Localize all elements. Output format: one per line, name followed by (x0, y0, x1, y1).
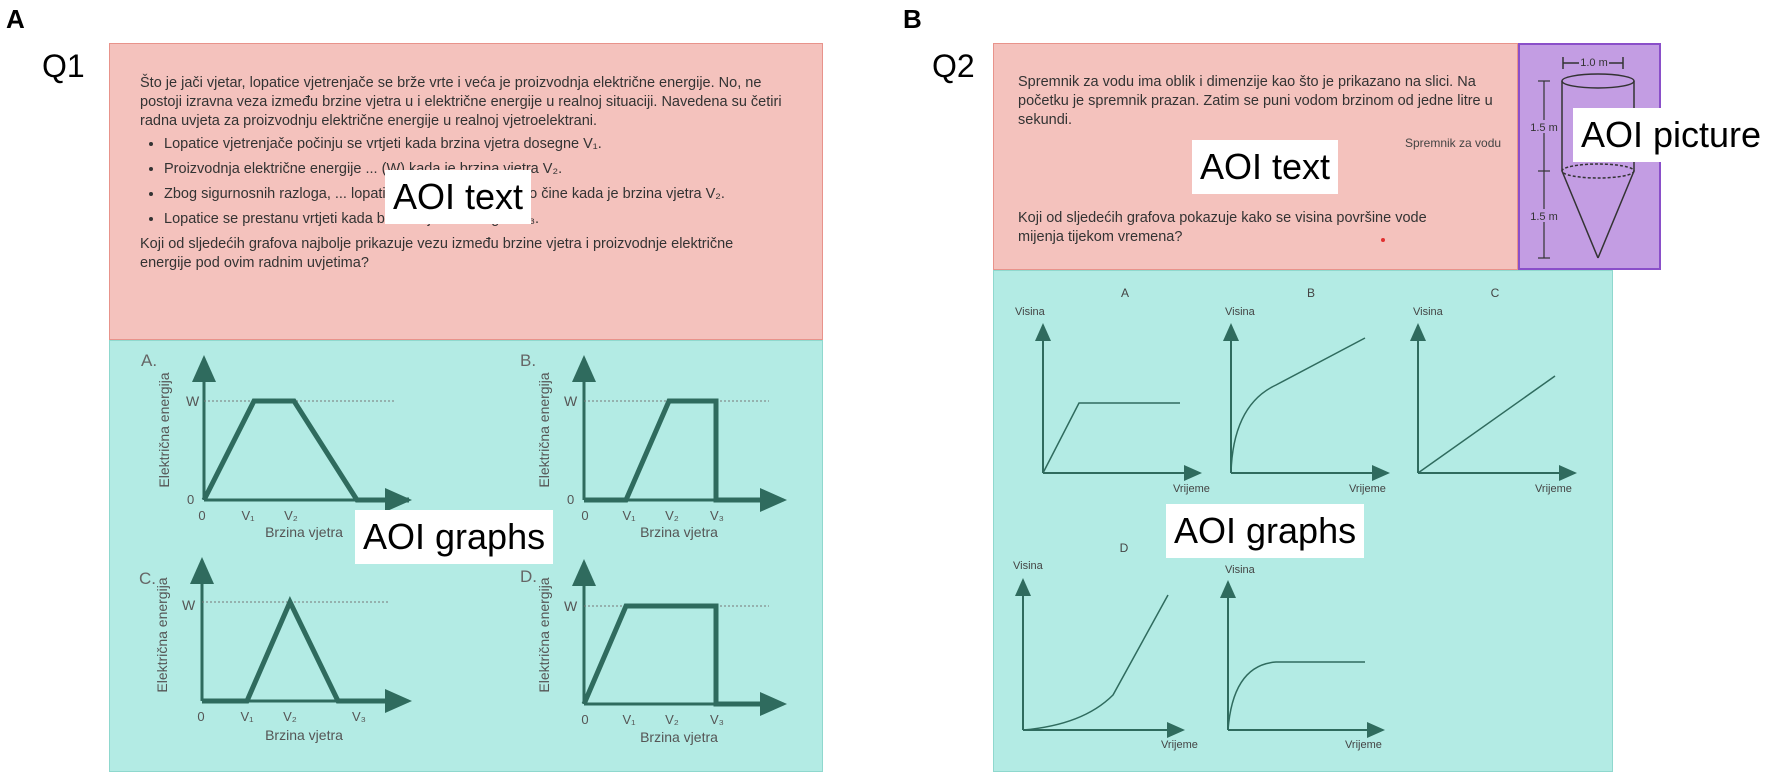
q1-condition-item: Lopatice vjetrenjače počinju se vrtjeti … (164, 135, 788, 154)
q2-tank-caption: Spremnik za vodu (1405, 136, 1502, 150)
q2-graph-a: A Visina Vrijeme (1015, 286, 1210, 495)
q2-aoi-graphs-label: AOI graphs (1166, 504, 1365, 558)
q1-graph-a: A. W 0 0 V₁ V₂ Brzina vjetra Električna … (141, 351, 412, 540)
height-curve (1042, 402, 1180, 474)
tank-width-label: 1.0 m (1580, 57, 1608, 69)
w-label: W (564, 598, 578, 614)
x-tick-label: V₁ (622, 508, 636, 523)
x-tick-label: V₃ (352, 709, 366, 724)
graph-letter: B. (520, 351, 536, 370)
x-axis-label: Brzina vjetra (640, 524, 718, 540)
q2-graph-d: D Visina Vrijeme (1013, 541, 1198, 751)
panel-letter-a: A (6, 4, 25, 34)
y-zero-label: 0 (567, 492, 574, 507)
question-label-q2: Q2 (932, 48, 975, 84)
power-curve (581, 603, 769, 707)
tank-diagram-svg: 1.0 m 1.5 m 1.5 m (1528, 57, 1635, 259)
x-tick-label: V₂ (665, 508, 679, 523)
y-axis-label: Visina (1225, 564, 1256, 576)
graph-letter: C. (139, 569, 156, 588)
x-axis-label: Brzina vjetra (265, 727, 343, 743)
q1-aoi-text-label: AOI text (385, 170, 532, 224)
x-axis-label: Vrijeme (1535, 483, 1572, 495)
graph-letter: B (1307, 286, 1315, 300)
gaze-dot (1381, 238, 1385, 242)
height-curve (1022, 594, 1169, 731)
cone-left-edge (1561, 170, 1599, 259)
x-tick-label: V₁ (241, 508, 255, 523)
x-tick-label: V₁ (622, 712, 636, 727)
y-axis-label: Visina (1015, 306, 1046, 318)
y-axis-label: Električna energija (536, 372, 552, 487)
q2-graph-e: Visina Vrijeme (1220, 564, 1385, 751)
x-tick-label: V₂ (665, 712, 679, 727)
x-axis-label: Vrijeme (1161, 739, 1198, 751)
x-tick-label: V₃ (710, 712, 724, 727)
q2-aoi-text-label: AOI text (1192, 140, 1339, 194)
y-axis-label: Električna energija (536, 577, 552, 692)
x-tick-label: V₃ (710, 508, 724, 523)
y-axis-label: Visina (1013, 560, 1044, 572)
q2-closing-question: Koji od sljedećih grafova pokazuje kako … (1018, 210, 1427, 245)
graph-letter: A. (141, 351, 157, 370)
x-tick-label: 0 (197, 709, 204, 724)
graph-letter: D. (520, 567, 537, 586)
height-curve (1230, 337, 1366, 474)
y-axis-label: Visina (1225, 306, 1256, 318)
q2-aoi-picture-label: AOI picture (1573, 108, 1770, 162)
w-label: W (186, 393, 200, 409)
q2-graph-b: B Visina Vrijeme (1223, 286, 1390, 495)
tank-top-ellipse (1561, 73, 1635, 89)
x-tick-label: 0 (581, 508, 588, 523)
q1-intro-paragraph: Što je jači vjetar, lopatice vjetrenjače… (140, 75, 782, 129)
panel-letter-b: B (903, 4, 922, 34)
power-curve (201, 398, 409, 503)
q1-graphs-svg: A. W 0 0 V₁ V₂ Brzina vjetra Električna … (139, 351, 787, 745)
power-curve (584, 398, 769, 503)
graph-letter: C (1491, 286, 1500, 300)
w-label: W (564, 393, 578, 409)
q1-graph-b: B. W 0 0 V₁ V₂ V₃ Brzina vjetra Električ… (520, 351, 787, 540)
q1-graph-d: D. W 0 V₁ V₂ V₃ Brzina vjetra Električna… (520, 559, 787, 745)
x-tick-label: V₂ (283, 709, 297, 724)
y-zero-label: 0 (187, 492, 194, 507)
w-label: W (182, 597, 196, 613)
q2-graphs-svg: A Visina Vrijeme B Visina Vrijeme C Visi… (1013, 286, 1577, 751)
x-axis-label: Vrijeme (1173, 483, 1210, 495)
height-curve (1417, 375, 1556, 474)
tank-lower-height-label: 1.5 m (1530, 211, 1558, 223)
q1-closing-question: Koji od sljedećih grafova najbolje prika… (140, 236, 734, 271)
x-axis-label: Vrijeme (1349, 483, 1386, 495)
q1-graph-c: C. W 0 V₁ V₂ V₃ Brzina vjetra Električna… (139, 557, 412, 743)
q2-intro-paragraph: Spremnik za vodu ima oblik i dimenzije k… (1018, 74, 1493, 128)
x-tick-label: 0 (581, 712, 588, 727)
tank-upper-height-label: 1.5 m (1530, 122, 1558, 134)
y-axis-label: Električna energija (154, 577, 170, 692)
q2-graph-c: C Visina Vrijeme (1410, 286, 1577, 495)
x-tick-label: 0 (198, 508, 205, 523)
question-label-q1: Q1 (42, 48, 85, 84)
q1-aoi-graphs-label: AOI graphs (355, 510, 554, 564)
y-axis-label: Visina (1413, 306, 1444, 318)
x-tick-label: V₂ (284, 508, 298, 523)
graph-letter: A (1121, 286, 1129, 300)
y-axis-label: Električna energija (156, 372, 172, 487)
x-axis-label: Brzina vjetra (265, 524, 343, 540)
x-axis-label: Brzina vjetra (640, 729, 718, 745)
height-curve (1227, 661, 1365, 731)
x-tick-label: V₁ (240, 709, 254, 724)
cone-right-edge (1597, 170, 1635, 259)
x-axis-label: Vrijeme (1345, 739, 1382, 751)
power-curve (202, 596, 389, 704)
graph-letter: D (1120, 541, 1129, 555)
